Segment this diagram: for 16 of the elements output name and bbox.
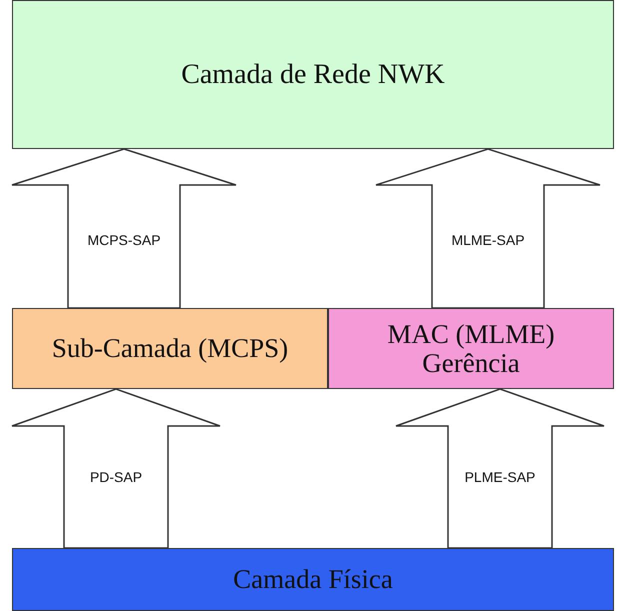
edge-label: MCPS-SAP <box>86 232 162 248</box>
layer-box <box>12 548 614 611</box>
layer-name: Camada Física <box>233 565 393 594</box>
edge-label: PLME-SAP <box>464 469 536 485</box>
edge-label: MLME-SAP <box>450 232 526 248</box>
layer-box <box>12 0 614 149</box>
block-arrow <box>11 388 221 549</box>
layer-name: Camada de Rede NWK <box>181 60 445 90</box>
block-arrow <box>375 148 601 309</box>
layer-name: MAC (MLME) Gerência <box>386 320 556 377</box>
block-arrow <box>11 148 237 309</box>
layer-box <box>328 308 614 389</box>
block-arrow <box>395 388 605 549</box>
layer-name: Sub-Camada (MCPS) <box>52 334 288 363</box>
edge-label: PD-SAP <box>88 469 144 485</box>
layer-box <box>12 308 328 389</box>
